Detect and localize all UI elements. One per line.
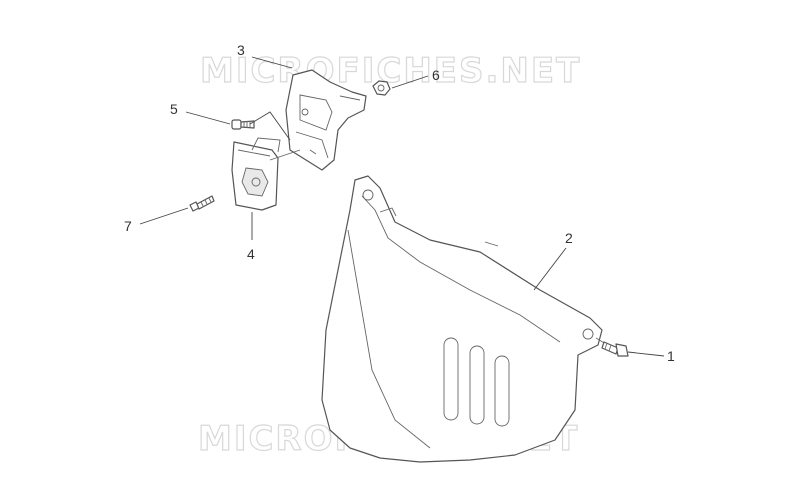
leader-5 bbox=[185, 111, 231, 125]
callout-4: 4 bbox=[247, 246, 255, 262]
leader-3 bbox=[251, 56, 293, 69]
callout-1: 1 bbox=[667, 348, 675, 364]
leader-7 bbox=[139, 207, 189, 225]
watermark-top: MICROFICHES.NET bbox=[200, 51, 581, 91]
part-6-nut bbox=[372, 80, 391, 96]
part-4-clamp bbox=[231, 137, 301, 211]
callout-2: 2 bbox=[565, 230, 573, 246]
part-2-cover bbox=[321, 175, 603, 463]
callout-3: 3 bbox=[237, 42, 245, 58]
part-1-screw bbox=[595, 337, 629, 357]
callout-7: 7 bbox=[124, 218, 132, 234]
leader-1 bbox=[627, 351, 665, 357]
leader-6 bbox=[391, 75, 429, 89]
callout-5: 5 bbox=[170, 101, 178, 117]
part-5-screw bbox=[231, 119, 255, 130]
part-7-screw bbox=[189, 195, 215, 212]
leader-5-dash bbox=[249, 111, 291, 141]
leader-2 bbox=[533, 247, 567, 291]
callout-6: 6 bbox=[432, 67, 440, 83]
part-3-upper-bracket bbox=[285, 69, 367, 171]
